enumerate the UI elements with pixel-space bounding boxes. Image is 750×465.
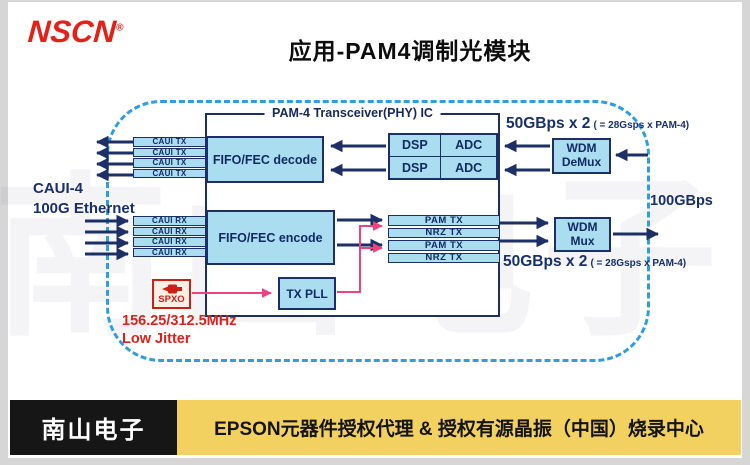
footer-brand: 南山电子 [10, 400, 177, 455]
rate-rx-main: 50GBps x 2 [506, 115, 591, 132]
rate-tx-sub: ( = 28Gsps x PAM-4) [590, 258, 687, 269]
caui-rx-group: CAUI RX CAUI RX CAUI RX CAUI RX [133, 216, 206, 257]
dsp-block: DSP [390, 157, 440, 178]
clock-jitter: Low Jitter [122, 331, 191, 348]
rate-label-tx: 50GBps x 2( = 28Gsps x PAM-4) [503, 253, 686, 271]
caui-tx-block: CAUI TX [133, 158, 206, 168]
pam-tx-block: PAM TX [388, 215, 500, 226]
adc-block: ADC [441, 135, 496, 156]
phy-ic-label: PAM-4 Transceiver(PHY) IC [264, 106, 441, 120]
rate-tx-main: 50GBps x 2 [503, 253, 588, 270]
rate-rx-sub: ( = 28Gsps x PAM-4) [593, 120, 690, 131]
wdm-demux-block: WDM DeMux [552, 138, 611, 174]
spxo-block: SPXO [152, 279, 191, 309]
caui-tx-group: CAUI TX CAUI TX CAUI TX CAUI TX [133, 137, 206, 178]
caui-rx-block: CAUI RX [133, 226, 206, 236]
wdm-mux-line2: Mux [570, 233, 595, 248]
left-interface-label: CAUI-4 100G Ethernet [33, 179, 135, 218]
spxo-label: SPXO [158, 293, 185, 305]
logo-text: NSCN [26, 14, 118, 49]
oscillator-icon [161, 284, 182, 293]
tx-pll-block: TX PLL [278, 277, 336, 310]
dsp-block: DSP [390, 135, 440, 156]
rate-label-rx: 50GBps x 2( = 28Gsps x PAM-4) [506, 115, 689, 133]
wdm-mux-line1: WDM [567, 219, 598, 234]
clock-frequency: 156.25/312.5MHz [122, 313, 237, 329]
caui-tx-block: CAUI TX [133, 147, 206, 157]
tx-driver-stack: PAM TX NRZ TX PAM TX NRZ TX [388, 215, 500, 263]
caui-tx-block: CAUI TX [133, 137, 206, 147]
pam-tx-block: PAM TX [388, 240, 500, 251]
page-title: 应用-PAM4调制光模块 [288, 38, 532, 64]
wdm-demux-line2: DeMux [561, 155, 602, 169]
caui-rx-block: CAUI RX [133, 247, 206, 257]
ethernet-label: 100G Ethernet [33, 199, 135, 217]
adc-block: ADC [441, 157, 496, 178]
fifo-fec-encode-block: FIFO/FEC encode [206, 210, 335, 265]
registered-trademark-icon: ® [115, 22, 124, 34]
wdm-demux-line1: WDM [566, 141, 597, 156]
caui4-label: CAUI-4 [33, 180, 84, 197]
wdm-mux-block: WDM Mux [554, 217, 611, 252]
fifo-fec-decode-block: FIFO/FEC decode [206, 136, 324, 183]
nrz-tx-block: NRZ TX [388, 252, 500, 263]
dsp-adc-grid: DSP ADC DSP ADC [388, 133, 498, 180]
footer-banner: EPSON元器件授权代理 & 授权有源晶振（中国）烧录中心 [177, 400, 741, 455]
caui-rx-block: CAUI RX [133, 237, 206, 247]
nrz-tx-block: NRZ TX [388, 227, 500, 238]
nscn-logo: NSCN® [27, 14, 125, 50]
slide-background: 南山电子 NSCN® 应用-PAM4调制光模块 [0, 2, 742, 458]
caui-tx-block: CAUI TX [133, 168, 206, 178]
clock-spec-label: 156.25/312.5MHz Low Jitter [122, 312, 236, 348]
caui-rx-block: CAUI RX [133, 216, 206, 226]
output-rate-label: 100GBps [650, 193, 713, 209]
